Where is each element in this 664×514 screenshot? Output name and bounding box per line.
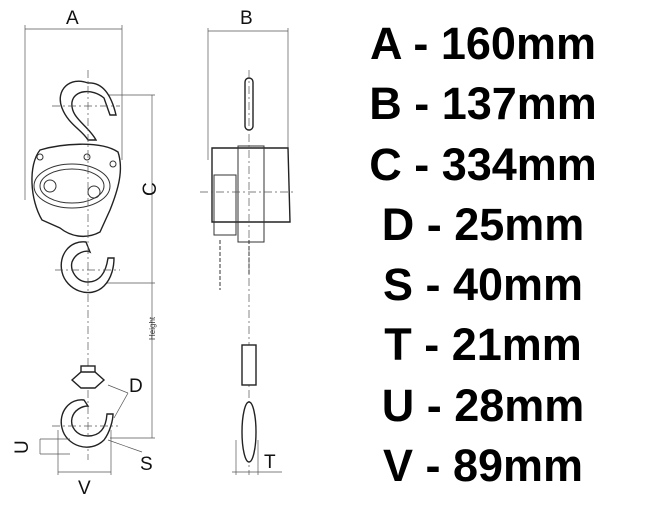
dim-sep: - bbox=[411, 319, 452, 371]
label-c: C bbox=[140, 182, 161, 196]
dimension-c: C bbox=[106, 94, 161, 284]
dim-sep: - bbox=[414, 198, 455, 250]
chain-hoist-drawing: A C Height bbox=[12, 8, 295, 499]
label-d: D bbox=[129, 376, 143, 397]
dim-letter: C bbox=[369, 138, 402, 190]
hoist-body bbox=[31, 143, 122, 238]
dim-value: 137mm bbox=[441, 78, 597, 130]
dimension-d-row: D - 25mm bbox=[318, 195, 648, 255]
dim-sep: - bbox=[414, 379, 455, 431]
label-t: T bbox=[264, 452, 276, 473]
dimension-a-row: A - 160mm bbox=[318, 14, 648, 74]
dim-value: 40mm bbox=[452, 259, 584, 311]
dim-sep: - bbox=[412, 440, 453, 492]
dimension-t-row: T - 21mm bbox=[318, 315, 648, 375]
top-hook bbox=[52, 80, 120, 141]
dim-value: 89mm bbox=[452, 440, 584, 492]
label-s: S bbox=[140, 454, 153, 475]
dimension-height: Height bbox=[110, 283, 157, 439]
dim-sep: - bbox=[400, 18, 441, 69]
dimension-s-row: S - 40mm bbox=[318, 255, 648, 315]
dimension-a: A bbox=[24, 8, 123, 200]
dim-letter: A bbox=[370, 18, 401, 69]
dim-letter: B bbox=[369, 78, 402, 130]
dim-letter: D bbox=[381, 198, 415, 250]
dimension-d: D bbox=[107, 376, 143, 419]
label-v: V bbox=[78, 478, 91, 499]
dim-sep: - bbox=[401, 138, 442, 190]
dimension-u-row: U - 28mm bbox=[318, 376, 648, 436]
dim-sep: - bbox=[401, 78, 442, 130]
label-u: U bbox=[12, 440, 33, 454]
dim-value: 160mm bbox=[440, 18, 596, 69]
dimension-v: V bbox=[57, 430, 112, 499]
dim-letter: T bbox=[384, 319, 412, 371]
dim-letter: U bbox=[381, 379, 415, 431]
dim-value: 334mm bbox=[441, 138, 597, 190]
side-view bbox=[200, 70, 295, 475]
label-b: B bbox=[240, 8, 253, 29]
dimension-v-row: V - 89mm bbox=[318, 436, 648, 496]
dimension-c-row: C - 334mm bbox=[318, 135, 648, 195]
dim-value: 25mm bbox=[454, 198, 585, 250]
bottom-hook-upper bbox=[55, 241, 120, 294]
dim-sep: - bbox=[412, 259, 453, 311]
dim-value: 28mm bbox=[454, 379, 585, 431]
dimension-b-row: B - 137mm bbox=[318, 74, 648, 134]
dimension-t: T bbox=[232, 440, 282, 475]
dim-value: 21mm bbox=[451, 319, 582, 371]
label-a: A bbox=[66, 8, 79, 29]
dim-letter: S bbox=[382, 259, 413, 311]
dimension-s: S bbox=[107, 439, 153, 475]
dimension-list: A - 160mm B - 137mm C - 334mm D - 25mm S… bbox=[318, 14, 648, 496]
dimension-u: U bbox=[12, 438, 70, 455]
label-height: Height bbox=[148, 316, 157, 340]
dim-letter: V bbox=[382, 440, 413, 492]
lower-hook-block bbox=[52, 365, 118, 448]
